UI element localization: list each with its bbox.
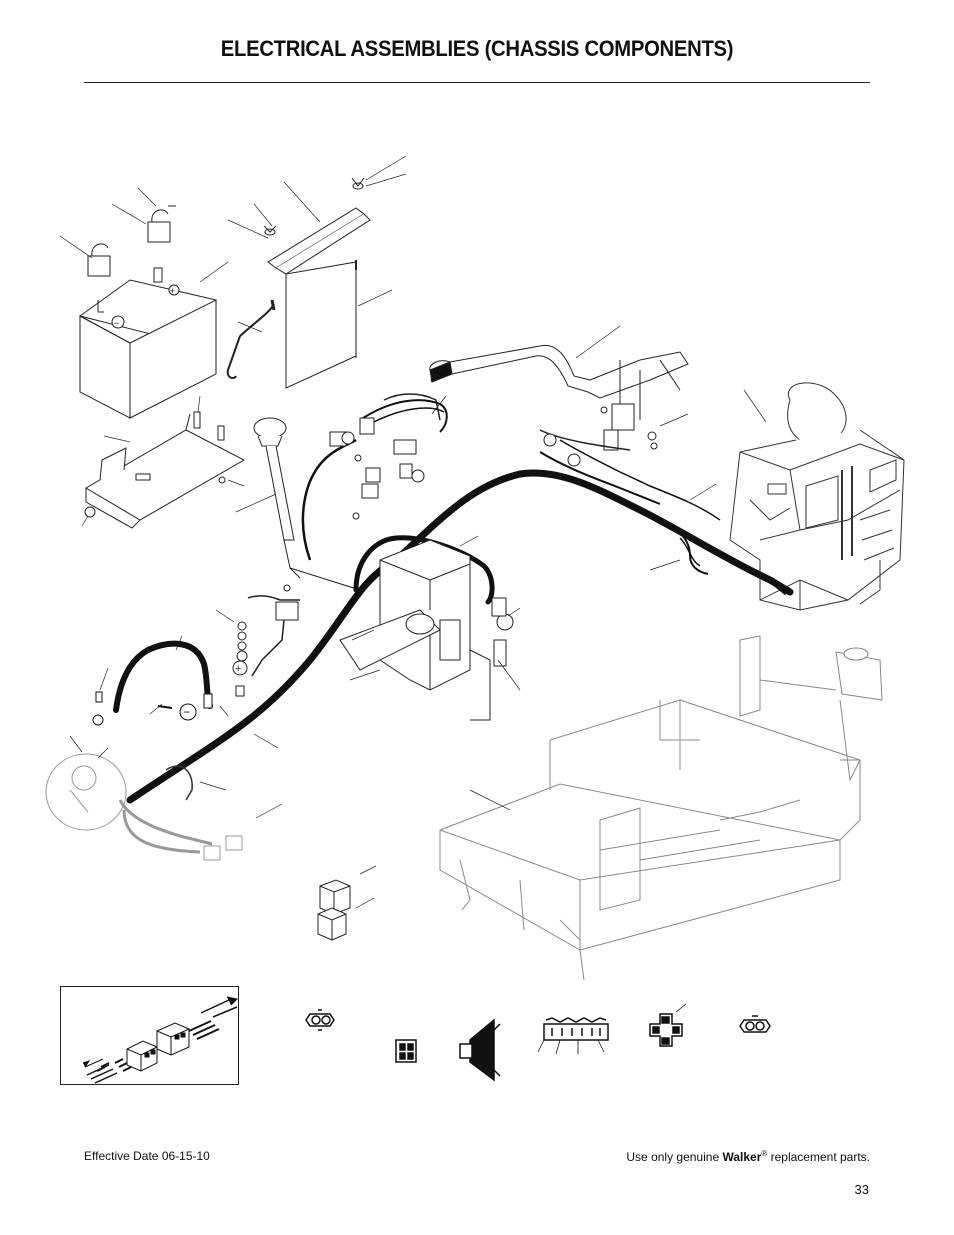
battery-negative-symbol: −: [114, 318, 119, 328]
page-title: ELECTRICAL ASSEMBLIES (CHASSIS COMPONENT…: [220, 36, 734, 61]
mount-assembly: [339, 539, 514, 721]
engine: [729, 382, 905, 611]
relay: [329, 393, 441, 520]
effective-date: Effective Date 06-15-10: [84, 1149, 210, 1163]
solenoid-positive-symbol: +: [235, 663, 241, 675]
control-lever: [253, 417, 371, 591]
relay-bottom: [317, 865, 377, 941]
connector-4pin-cross: [649, 1003, 687, 1047]
connector-4pin-square: [395, 1039, 417, 1063]
battery-cable: −: [92, 640, 213, 726]
battery: − +: [78, 267, 218, 419]
leader-lines: [59, 155, 407, 527]
connector-end-views: [305, 1003, 771, 1082]
connector-2pin-b: [739, 1015, 771, 1033]
hand-bar: [429, 344, 689, 420]
key-switch-harness: [45, 753, 243, 861]
connector-side-view: [459, 1018, 501, 1082]
battery-tray: [84, 411, 246, 529]
switch-bracket: [539, 403, 658, 467]
genuine-parts-suffix: replacement parts.: [767, 1150, 870, 1164]
title-divider: [84, 82, 870, 83]
solenoid: +: [232, 584, 300, 697]
leader-lines-right: [69, 325, 767, 819]
connector-6pin-row: [537, 1017, 609, 1055]
terminal-cap: [87, 205, 176, 277]
battery-positive-symbol: +: [170, 286, 175, 296]
brand-name: Walker: [722, 1150, 762, 1164]
chassis-frame: [439, 635, 883, 981]
connector-inset-drawing: [82, 996, 239, 1084]
page-number: 33: [854, 1182, 869, 1197]
cable-negative-symbol: −: [183, 705, 190, 719]
registered-mark: ®: [761, 1149, 768, 1158]
genuine-parts-prefix: Use only genuine: [626, 1150, 723, 1164]
battery-hold-down: [226, 177, 371, 389]
connector-inset: [60, 986, 239, 1085]
genuine-parts-notice: Use only genuine Walker® replacement par…: [626, 1149, 870, 1164]
connector-2pin-a: [305, 1009, 335, 1031]
